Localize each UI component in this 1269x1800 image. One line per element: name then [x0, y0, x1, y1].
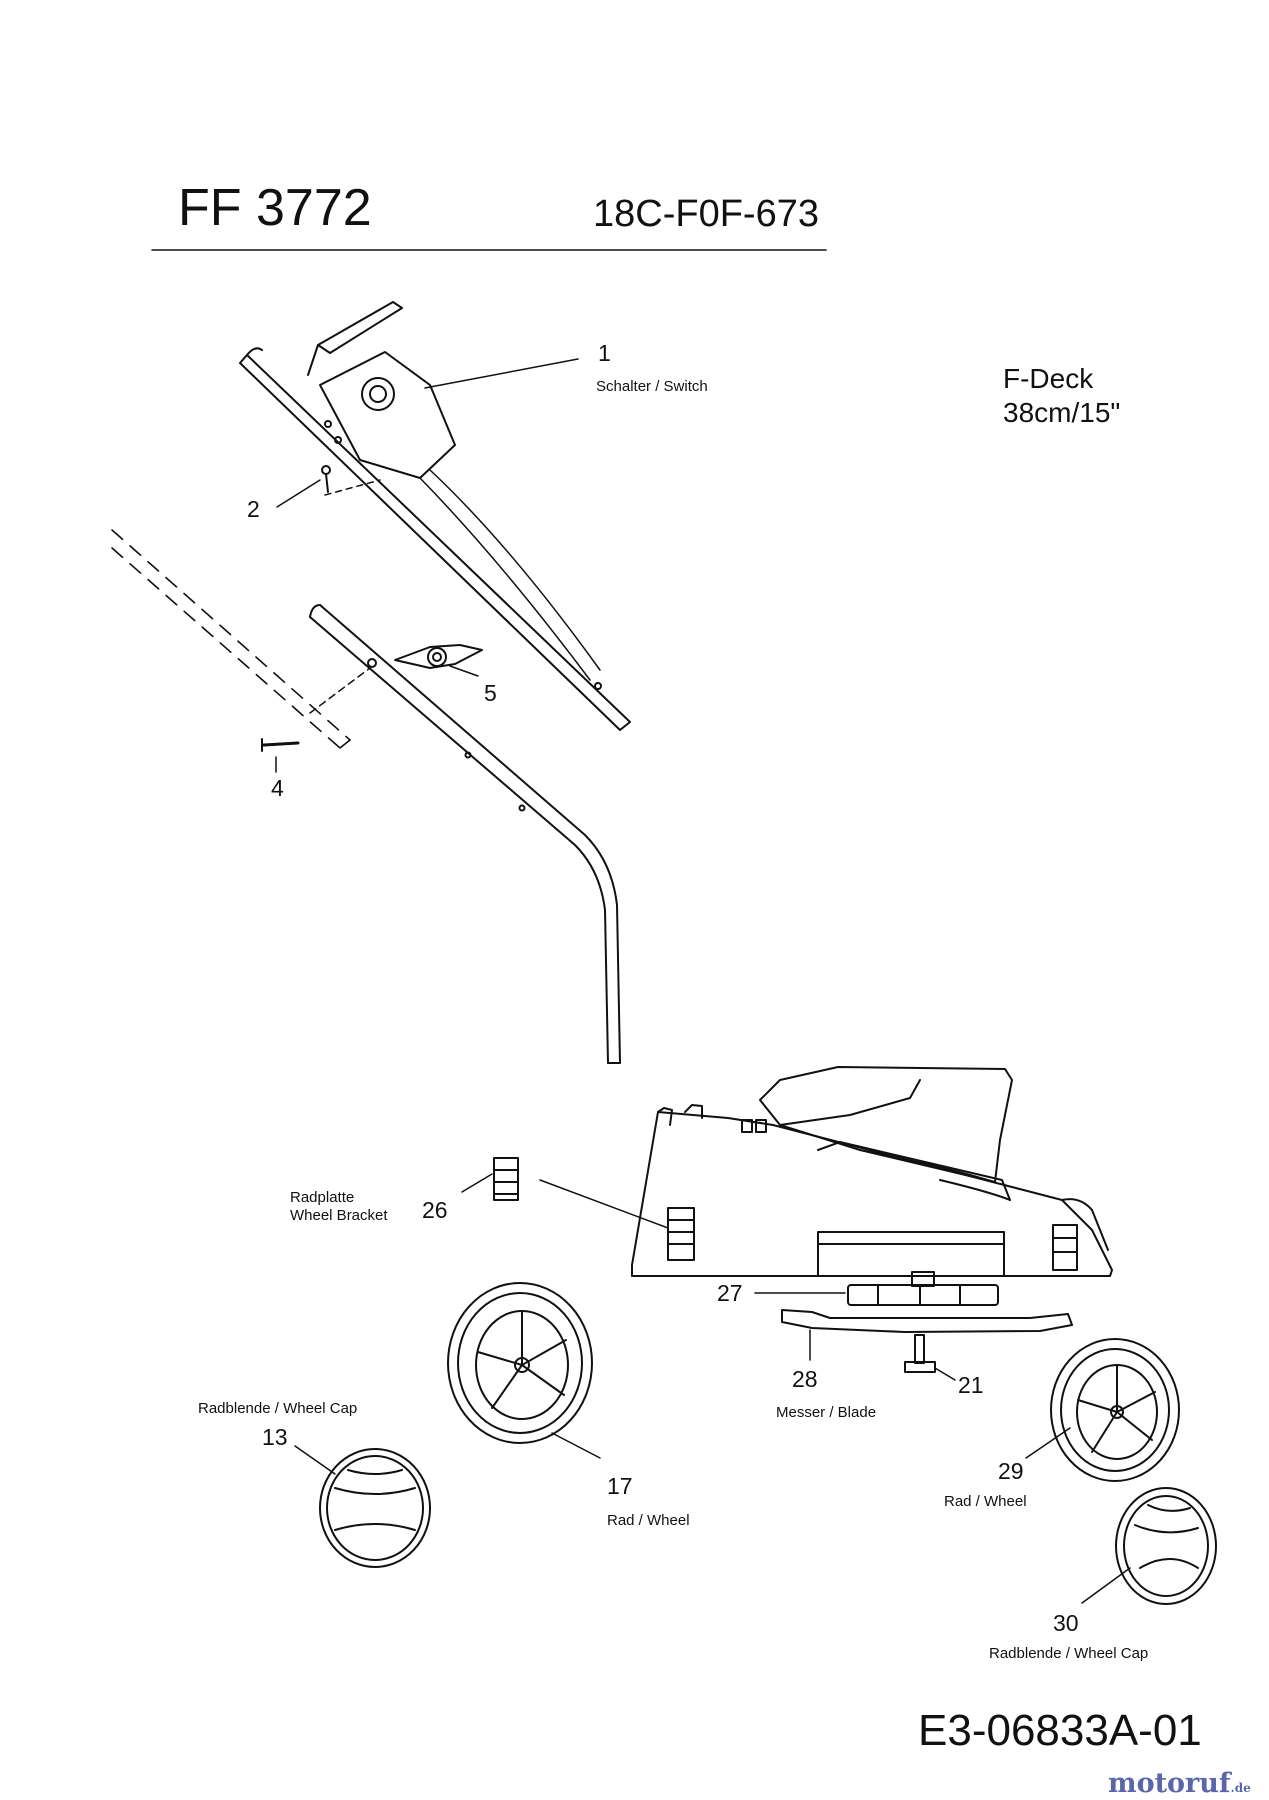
brand-name: motoruf: [1108, 1768, 1231, 1799]
callout-number-4: 4: [271, 775, 284, 801]
callout-number-30: 30: [1053, 1610, 1079, 1636]
callout-number-29: 29: [998, 1458, 1024, 1484]
deck-spec-line1: F-Deck: [1003, 363, 1094, 394]
document-id: E3-06833A-01: [918, 1706, 1202, 1755]
callout-number-1: 1: [598, 340, 611, 366]
model-title: FF 3772: [178, 179, 372, 237]
callout-label-29: Rad / Wheel: [944, 1493, 1027, 1510]
callout-number-13: 13: [262, 1424, 288, 1450]
callout-label-26-line1: Radplatte: [290, 1189, 355, 1206]
wheel-cap-part-30: [1081, 1487, 1217, 1605]
callout-label-17: Rad / Wheel: [607, 1512, 690, 1529]
brand-watermark: motoruf.de: [1108, 1768, 1251, 1799]
deck-spec-line2: 38cm/15": [1003, 397, 1121, 428]
mower-deck: [631, 1066, 1113, 1277]
callout-number-27: 27: [717, 1280, 743, 1306]
callout-label-28: Messer / Blade: [776, 1404, 877, 1421]
screw-part-2: [276, 465, 381, 508]
wheel-bracket-part-26: [461, 1157, 669, 1229]
callout-number-26: 26: [422, 1197, 448, 1223]
ghost-tube-dashed: [111, 529, 351, 749]
callout-label-30: Radblende / Wheel Cap: [989, 1645, 1149, 1662]
leader-part-1: [424, 358, 579, 389]
blade-part-28: [781, 1309, 1073, 1361]
wing-knob-part-5: [394, 644, 483, 677]
callout-label-13: Radblende / Wheel Cap: [198, 1400, 358, 1417]
callout-number-2: 2: [247, 496, 260, 522]
wheel-part-17: [447, 1282, 601, 1459]
model-code: 18C-F0F-673: [593, 193, 819, 235]
brand-suffix: .de: [1230, 1781, 1251, 1795]
callout-number-21: 21: [958, 1372, 984, 1398]
callout-number-5: 5: [484, 680, 497, 706]
blade-bolt-part-21: [904, 1334, 956, 1381]
bolt-part-4: [261, 738, 300, 773]
callout-number-28: 28: [792, 1366, 818, 1392]
callout-number-17: 17: [607, 1473, 633, 1499]
deck-spec: F-Deck 38cm/15": [1003, 362, 1120, 430]
wheel-cap-part-13: [294, 1445, 431, 1568]
blade-adapter-part-27: [754, 1271, 999, 1306]
lower-handle-tube: [309, 604, 621, 1064]
callout-label-1: Schalter / Switch: [596, 378, 708, 395]
callout-label-26-line2: Wheel Bracket: [290, 1207, 388, 1224]
wheel-part-29: [1025, 1338, 1180, 1482]
upper-handle-with-switch: [239, 301, 631, 731]
